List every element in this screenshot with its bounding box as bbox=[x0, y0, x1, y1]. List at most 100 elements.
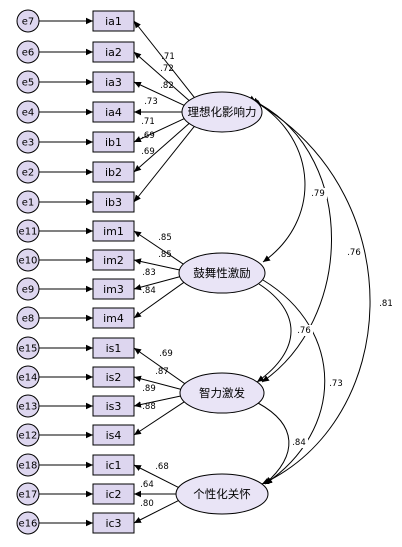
loading-weight: .82 bbox=[160, 81, 174, 91]
observed-label: ic3 bbox=[105, 517, 121, 530]
observed-box[interactable] bbox=[92, 10, 135, 32]
error-label: e1 bbox=[22, 198, 35, 209]
error-label: e3 bbox=[22, 138, 35, 149]
loading-weight: .64 bbox=[140, 480, 154, 490]
error-circle[interactable] bbox=[16, 511, 40, 535]
observed-box[interactable] bbox=[92, 278, 135, 300]
latent-ellipse[interactable] bbox=[178, 252, 266, 294]
error-circle[interactable] bbox=[16, 70, 40, 94]
loading-weight: .71 bbox=[141, 117, 155, 127]
latent-ellipse[interactable] bbox=[181, 91, 263, 133]
observed-label: is3 bbox=[106, 400, 122, 413]
error-circle[interactable] bbox=[16, 130, 40, 154]
loading-arrow bbox=[133, 395, 182, 408]
observed-box[interactable] bbox=[92, 191, 135, 213]
error-label: e5 bbox=[22, 78, 35, 89]
correlation-value: .79 bbox=[311, 189, 325, 199]
loading-arrow bbox=[133, 464, 180, 489]
loading-weight: .73 bbox=[144, 97, 158, 107]
observed-box[interactable] bbox=[92, 512, 135, 534]
error-circle[interactable] bbox=[16, 190, 40, 214]
correlation-arrow bbox=[252, 97, 332, 383]
observed-box[interactable] bbox=[92, 161, 135, 183]
error-circle[interactable] bbox=[16, 482, 40, 506]
observed-label: is1 bbox=[106, 342, 122, 355]
observed-box[interactable] bbox=[92, 424, 135, 446]
correlation-value: .84 bbox=[292, 438, 306, 448]
loading-weight: .69 bbox=[141, 147, 155, 157]
loading-weight: .83 bbox=[142, 268, 156, 278]
observed-box[interactable] bbox=[92, 395, 135, 417]
latent-ellipse[interactable] bbox=[175, 473, 269, 515]
correlation-value: .81 bbox=[379, 299, 393, 309]
observed-box[interactable] bbox=[92, 101, 135, 123]
error-circle[interactable] bbox=[16, 40, 40, 64]
observed-label: ia1 bbox=[105, 15, 122, 28]
observed-box[interactable] bbox=[92, 366, 135, 388]
correlation-arrow bbox=[254, 99, 371, 485]
correlation-value: .76 bbox=[297, 326, 311, 336]
error-label: e10 bbox=[19, 256, 38, 267]
observed-box[interactable] bbox=[92, 41, 135, 63]
observed-box[interactable] bbox=[92, 220, 135, 242]
error-circle[interactable] bbox=[16, 394, 40, 418]
observed-box[interactable] bbox=[92, 71, 135, 93]
correlation-label-bg bbox=[327, 378, 345, 389]
error-circle[interactable] bbox=[16, 336, 40, 360]
error-label: e9 bbox=[22, 285, 35, 296]
error-label: e11 bbox=[19, 227, 38, 238]
loading-arrow bbox=[133, 51, 190, 102]
latent-label: 理想化影响力 bbox=[188, 105, 257, 119]
error-label: e16 bbox=[19, 519, 38, 530]
loading-weight: .84 bbox=[142, 286, 156, 296]
observed-box[interactable] bbox=[92, 131, 135, 153]
error-label: e18 bbox=[19, 461, 38, 472]
loading-arrow bbox=[133, 230, 185, 265]
observed-box[interactable] bbox=[92, 337, 135, 359]
observed-box[interactable] bbox=[92, 483, 135, 505]
error-circle[interactable] bbox=[16, 277, 40, 301]
latent-ellipse[interactable] bbox=[179, 372, 265, 414]
error-circle[interactable] bbox=[16, 100, 40, 124]
observed-box[interactable] bbox=[92, 249, 135, 271]
error-circle[interactable] bbox=[16, 306, 40, 330]
correlation-label-bg bbox=[345, 247, 363, 258]
observed-label: ib3 bbox=[105, 196, 122, 209]
observed-box[interactable] bbox=[92, 454, 135, 476]
observed-label: ia2 bbox=[105, 46, 122, 59]
loading-weight: .89 bbox=[142, 384, 156, 394]
correlation-arrow bbox=[251, 277, 292, 383]
loading-arrow bbox=[133, 499, 180, 524]
error-circle[interactable] bbox=[16, 365, 40, 389]
observed-label: ib2 bbox=[105, 166, 122, 179]
loading-weight: .80 bbox=[140, 499, 154, 509]
error-circle[interactable] bbox=[16, 248, 40, 272]
observed-label: im1 bbox=[103, 225, 124, 238]
error-circle[interactable] bbox=[16, 423, 40, 447]
loading-arrow bbox=[133, 281, 185, 319]
loading-arrow bbox=[133, 401, 186, 436]
loading-weight: .87 bbox=[155, 367, 169, 377]
correlation-label-bg bbox=[295, 325, 313, 336]
loading-arrow bbox=[133, 122, 190, 173]
error-circle[interactable] bbox=[16, 160, 40, 184]
error-label: e8 bbox=[22, 314, 35, 325]
observed-label: im4 bbox=[103, 312, 124, 325]
correlation-label-bg bbox=[309, 188, 327, 199]
error-label: e14 bbox=[19, 373, 38, 384]
loading-weight: .85 bbox=[158, 233, 172, 243]
observed-box[interactable] bbox=[92, 307, 135, 329]
observed-label: ic1 bbox=[105, 459, 121, 472]
error-label: e15 bbox=[19, 344, 38, 355]
loading-weight: .88 bbox=[142, 402, 156, 412]
loading-arrow bbox=[133, 20, 196, 99]
error-circle[interactable] bbox=[16, 9, 40, 33]
observed-label: ia4 bbox=[105, 106, 122, 119]
latent-label: 鼓舞性激励 bbox=[193, 266, 251, 280]
error-label: e6 bbox=[22, 48, 35, 59]
error-circle[interactable] bbox=[16, 219, 40, 243]
correlation-arrow bbox=[250, 396, 290, 485]
error-circle[interactable] bbox=[16, 453, 40, 477]
loading-weight: .69 bbox=[159, 349, 173, 359]
correlation-arrow bbox=[248, 95, 306, 263]
